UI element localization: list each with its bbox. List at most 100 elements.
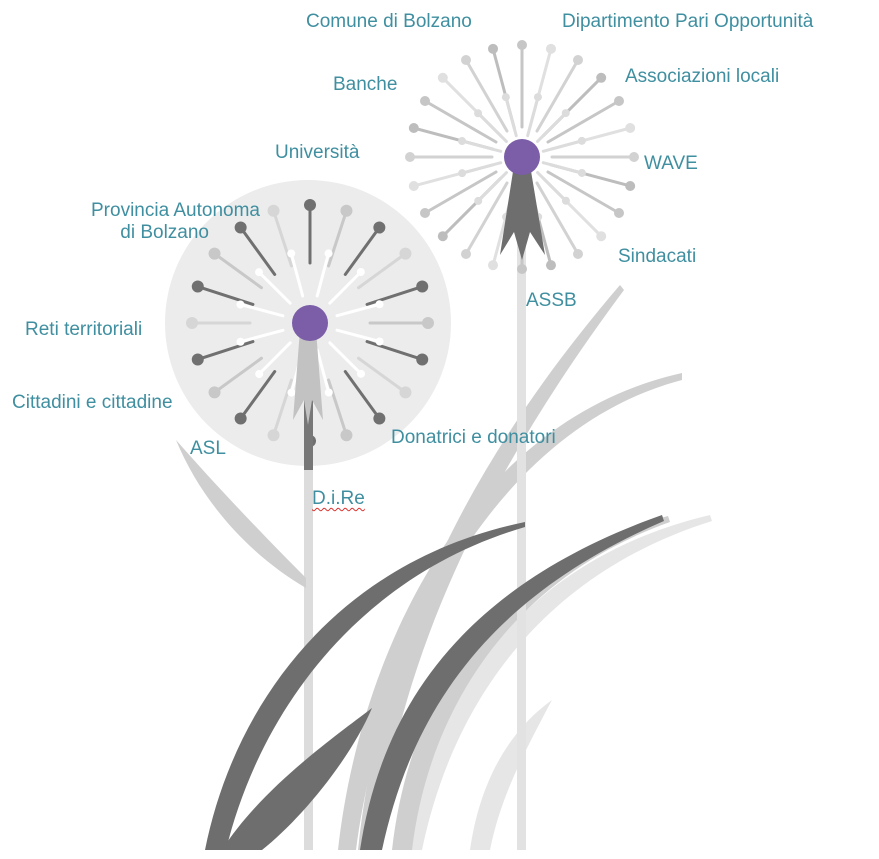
seed-filament bbox=[536, 171, 568, 203]
seed-tip bbox=[501, 93, 510, 102]
seed-tip bbox=[408, 180, 419, 191]
seed-filament bbox=[238, 328, 285, 344]
label-wave: WAVE bbox=[644, 153, 698, 174]
seed-filament bbox=[272, 378, 293, 437]
seed-filament bbox=[357, 252, 407, 290]
seed-tip bbox=[458, 137, 467, 146]
seed-tip bbox=[208, 247, 221, 260]
seed-tip bbox=[186, 317, 198, 329]
left-dandelion-head bbox=[186, 199, 434, 447]
seed-tip bbox=[255, 370, 264, 379]
grass-blades-light bbox=[405, 515, 712, 850]
seed-tip bbox=[613, 96, 624, 106]
seed-tip bbox=[375, 337, 384, 346]
seed-tip bbox=[573, 55, 583, 66]
seed-filament bbox=[546, 99, 621, 144]
seed-filament bbox=[504, 95, 518, 138]
seed-filament bbox=[213, 356, 263, 394]
seed-tip bbox=[488, 43, 499, 54]
seed-tip bbox=[234, 412, 247, 425]
seed-tip bbox=[416, 353, 429, 366]
right-flower-calyx bbox=[500, 165, 545, 260]
left-flower-stem-top bbox=[304, 398, 313, 470]
seed-filament bbox=[464, 58, 509, 133]
left-leaf bbox=[176, 440, 306, 588]
grass-blades-dark bbox=[205, 515, 664, 850]
seed-filament bbox=[526, 95, 540, 138]
seed-tip bbox=[458, 169, 467, 178]
seed-tip bbox=[625, 123, 636, 134]
seed-filament bbox=[546, 170, 621, 215]
seed-tip bbox=[517, 40, 527, 50]
seed-tip bbox=[596, 231, 607, 242]
seed-filament bbox=[464, 181, 509, 256]
seed-filament bbox=[535, 58, 580, 133]
seed-tip bbox=[416, 280, 429, 293]
label-universita: Università bbox=[275, 142, 360, 163]
seed-tip bbox=[304, 199, 316, 211]
seed-filament bbox=[272, 209, 293, 268]
seed-tip bbox=[629, 152, 639, 162]
label-associazioni-locali: Associazioni locali bbox=[625, 66, 780, 87]
seed-tip bbox=[399, 247, 412, 260]
seed-tip bbox=[191, 353, 204, 366]
seed-tip bbox=[474, 196, 483, 205]
seed-tip bbox=[287, 249, 296, 258]
label-provincia-line2: di Bolzano bbox=[120, 222, 209, 243]
seed-tip bbox=[267, 204, 280, 217]
seed-tip bbox=[474, 109, 483, 118]
seed-tip bbox=[373, 412, 386, 425]
seed-tip bbox=[340, 429, 353, 442]
label-comune-di-bolzano: Comune di Bolzano bbox=[306, 11, 472, 32]
seed-tip bbox=[208, 386, 221, 399]
left-flower-calyx bbox=[293, 330, 323, 425]
seed-tip bbox=[461, 55, 471, 66]
seed-tip bbox=[340, 204, 353, 217]
label-provincia-line1: Provincia Autonoma bbox=[91, 200, 260, 221]
label-dipartimento-pari-opportunita: Dipartimento Pari Opportunità bbox=[562, 11, 814, 32]
seed-filament bbox=[315, 251, 331, 298]
seed-tip bbox=[324, 388, 333, 397]
right-flower-center bbox=[504, 139, 540, 175]
seed-tip bbox=[405, 152, 415, 162]
seed-tip bbox=[545, 260, 556, 271]
seed-tip bbox=[373, 221, 386, 234]
label-reti-territoriali: Reti territoriali bbox=[25, 319, 143, 340]
label-banche: Banche bbox=[333, 74, 398, 95]
seed-tip bbox=[561, 109, 570, 118]
seed-filament bbox=[213, 252, 263, 290]
seed-filament bbox=[460, 139, 503, 153]
seed-tip bbox=[437, 72, 448, 83]
seed-filament bbox=[238, 302, 285, 318]
seed-filament bbox=[327, 209, 348, 268]
left-flower-center bbox=[292, 305, 328, 341]
seed-filament bbox=[196, 285, 255, 306]
seed-tip bbox=[236, 337, 245, 346]
label-donatrici-e-donatori: Donatrici e donatori bbox=[391, 427, 556, 448]
seed-tip bbox=[234, 221, 247, 234]
seed-tip bbox=[437, 231, 448, 242]
label-provincia-autonoma: Provincia Autonoma di Bolzano bbox=[50, 200, 260, 244]
seed-filament bbox=[315, 348, 331, 395]
seed-tip bbox=[625, 180, 636, 191]
seed-tip bbox=[236, 300, 245, 309]
seed-tip bbox=[324, 249, 333, 258]
seed-tip bbox=[488, 260, 499, 271]
seed-filament bbox=[239, 370, 277, 420]
seed-tip bbox=[561, 196, 570, 205]
seed-tip bbox=[573, 248, 583, 259]
seed-filament bbox=[536, 111, 568, 143]
seed-tip bbox=[577, 136, 586, 145]
seed-tip bbox=[191, 280, 204, 293]
seed-filament bbox=[335, 302, 382, 318]
seed-filament bbox=[541, 161, 584, 175]
seed-filament bbox=[328, 270, 363, 305]
seed-filament bbox=[423, 99, 498, 144]
seed-tip bbox=[596, 72, 607, 83]
seed-filament bbox=[257, 341, 292, 376]
seed-filament bbox=[343, 370, 381, 420]
seed-tip bbox=[375, 300, 384, 309]
seed-filament bbox=[460, 161, 503, 175]
right-flower-stem bbox=[517, 240, 526, 850]
